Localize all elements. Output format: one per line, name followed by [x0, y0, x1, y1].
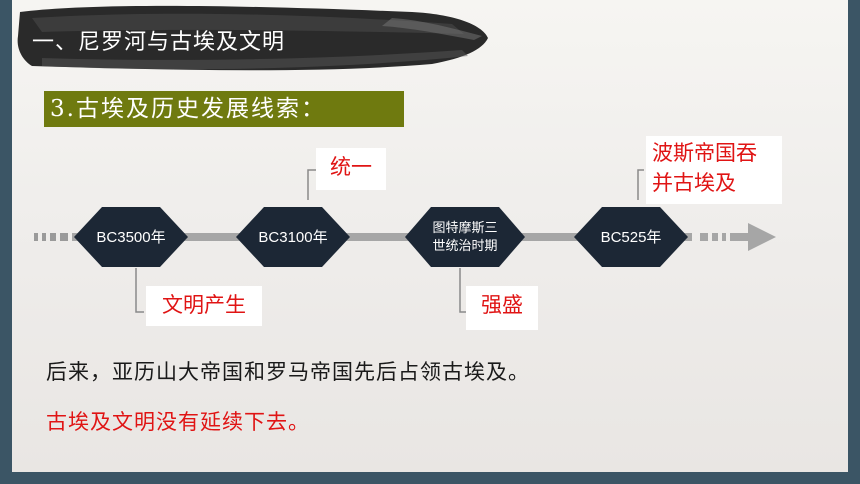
- timeline-diagram: [34, 169, 776, 313]
- timeline-node-thutmose: [405, 207, 525, 267]
- connector-node4: [637, 169, 644, 200]
- annotation-unification: 统一: [316, 148, 386, 190]
- connector-node3: [459, 268, 466, 313]
- body-text-conquest: 后来，亚历山大帝国和罗马帝国先后占领古埃及。: [46, 360, 530, 384]
- connector-node2: [307, 169, 316, 200]
- annotation-prosperity: 强盛: [466, 286, 538, 330]
- connector-node1: [135, 268, 144, 313]
- timeline-arrow: [34, 223, 776, 251]
- node-label-thutmose-line1: 图特摩斯三: [432, 220, 498, 235]
- slide-heading: 一、尼罗河与古埃及文明: [32, 30, 286, 55]
- node-label-bc525: BC525年: [600, 229, 662, 246]
- node-label-thutmose: 图特摩斯三 世统治时期: [405, 219, 525, 255]
- timeline-node-bc525: [574, 207, 688, 267]
- annotation-civilization-emerges: 文明产生: [146, 286, 262, 326]
- timeline-node-bc3500: [74, 207, 188, 267]
- node-label-bc3100: BC3100年: [258, 229, 328, 246]
- slide: 一、尼罗河与古埃及文明 3.古埃及历史发展线索： BC35: [12, 0, 848, 472]
- node-label-thutmose-line2: 世统治时期: [432, 238, 498, 253]
- node-label-bc3500: BC3500年: [96, 229, 166, 246]
- ink-brush-stroke-banner: [17, 5, 489, 71]
- section-subtitle: 3.古埃及历史发展线索：: [44, 91, 404, 127]
- timeline-node-bc3100: [236, 207, 350, 267]
- annotation-persian-conquest: 波斯帝国吞 并古埃及: [646, 136, 782, 204]
- annotation-persian-line2: 并古埃及: [652, 171, 736, 195]
- body-text-conclusion: 古埃及文明没有延续下去。: [46, 410, 310, 434]
- annotation-persian-line1: 波斯帝国吞: [652, 141, 757, 165]
